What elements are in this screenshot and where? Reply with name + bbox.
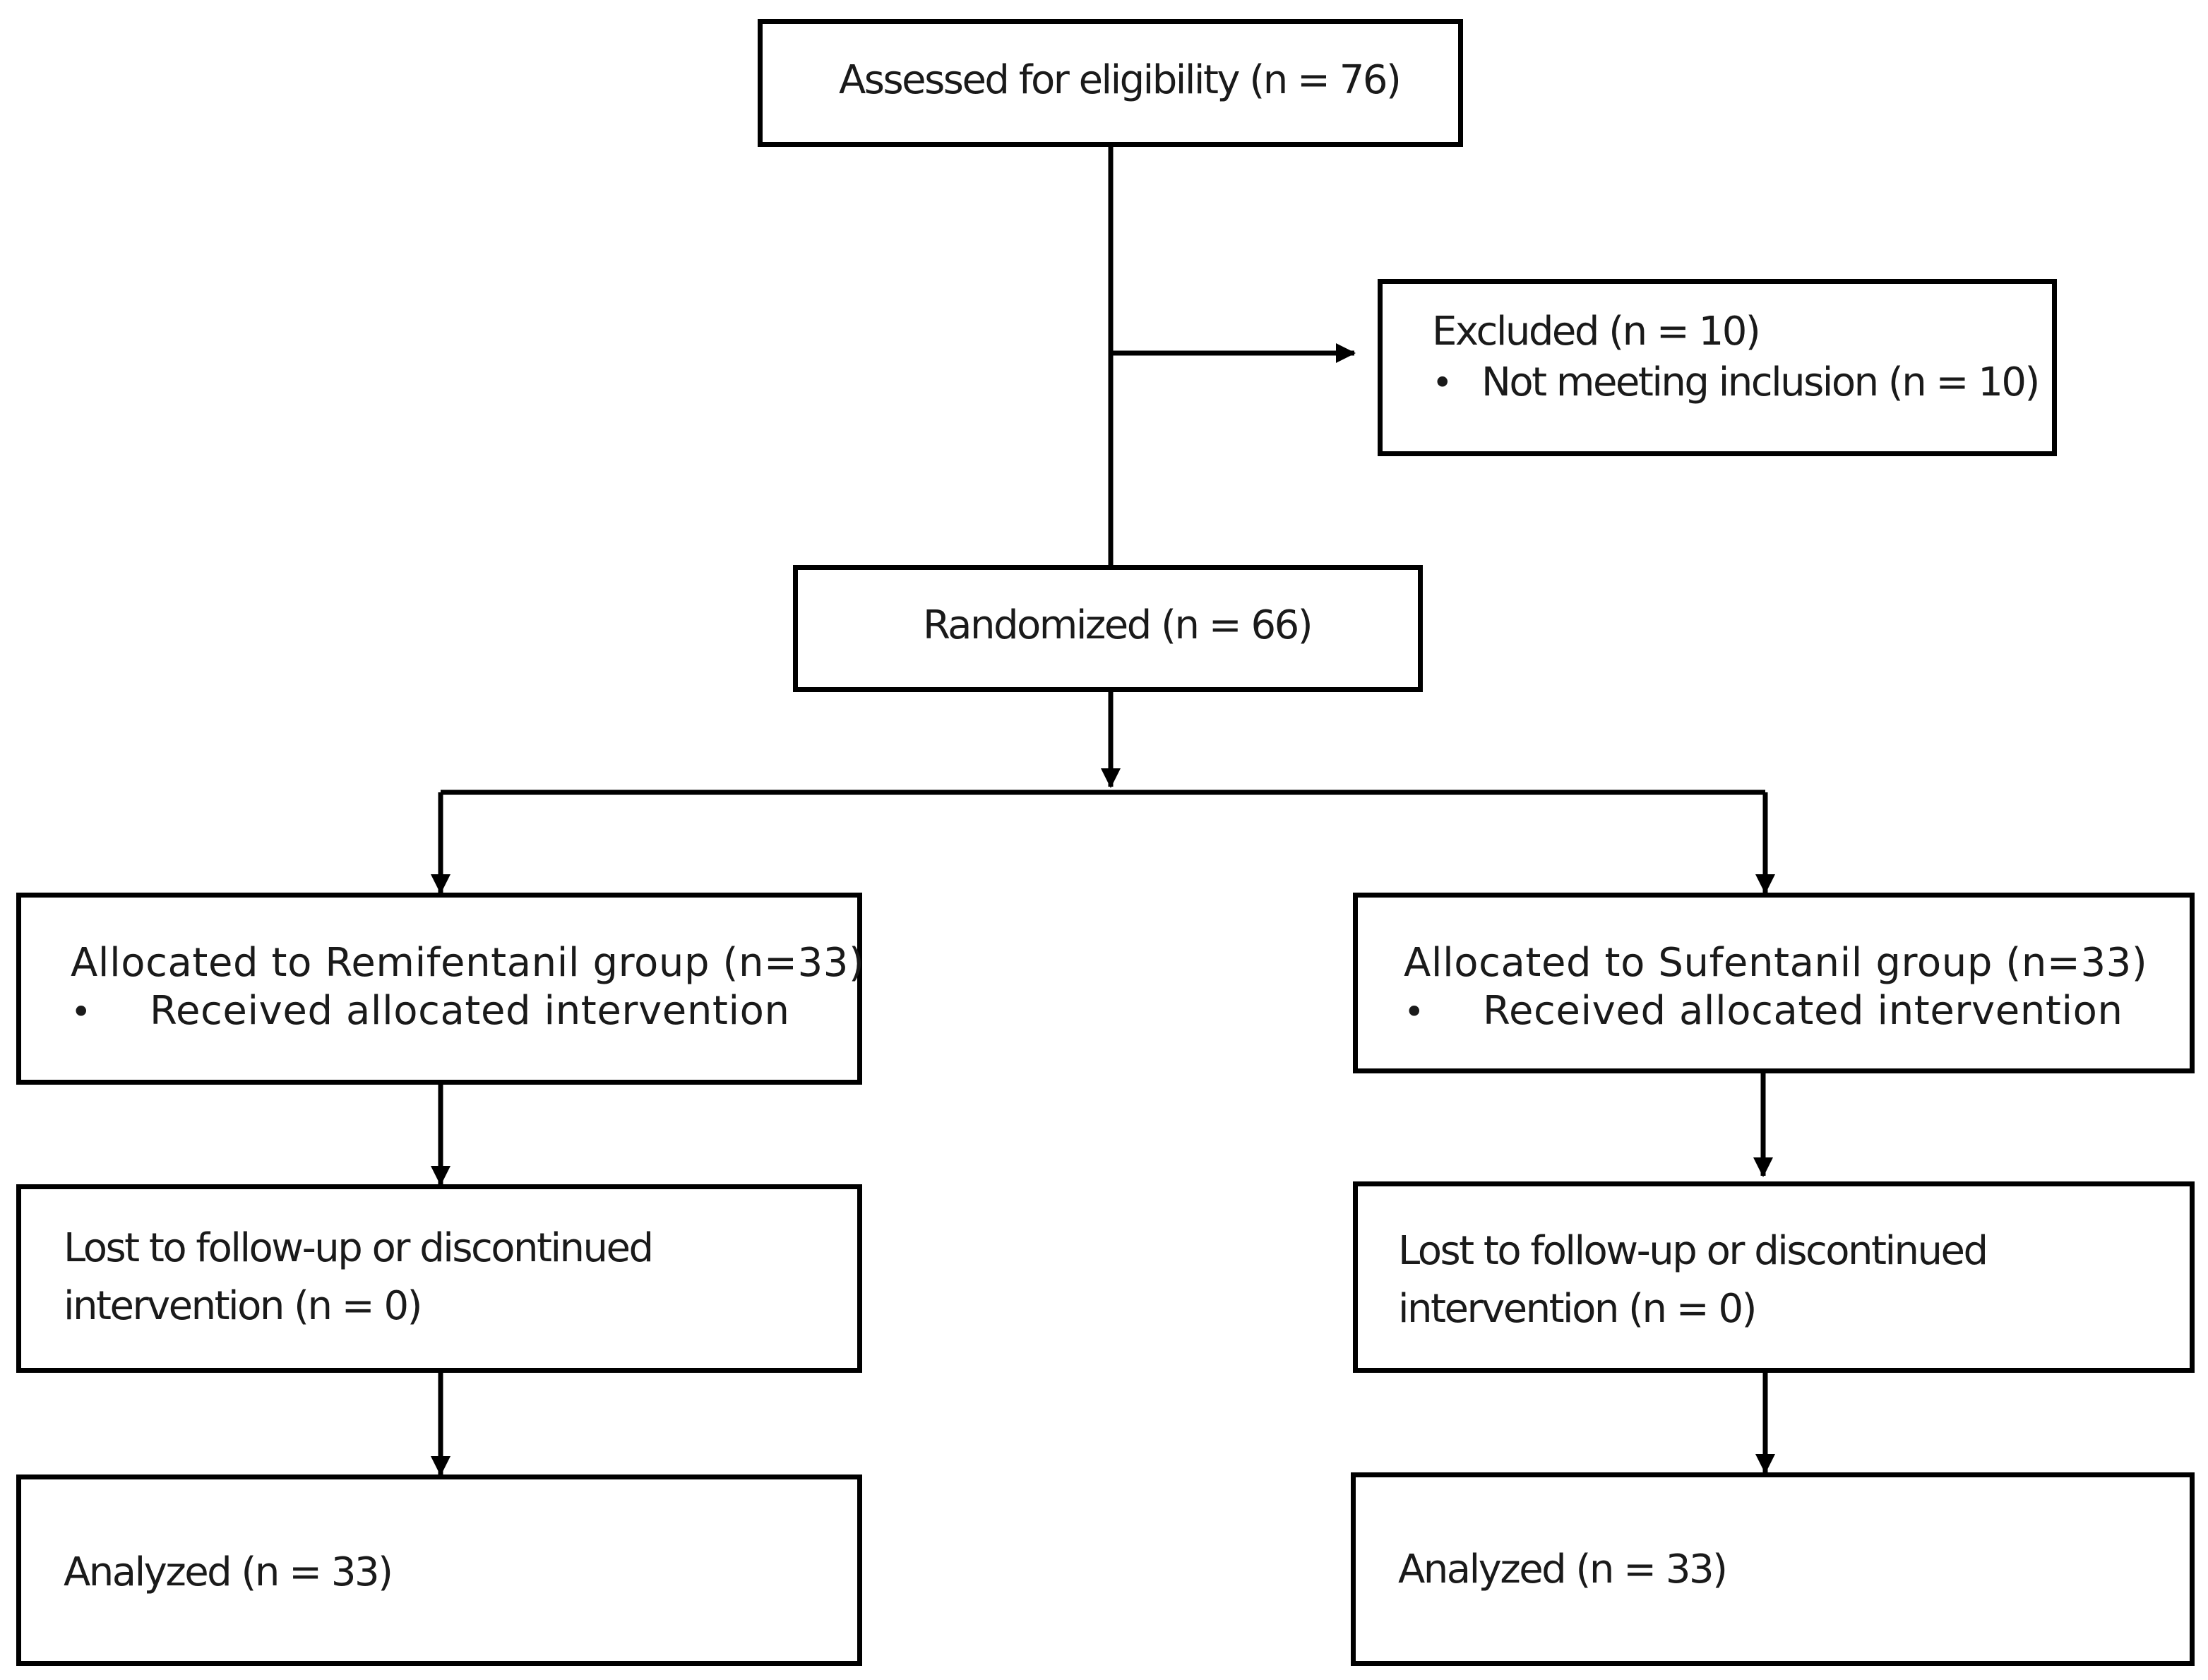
remifentanil-allocated-box — [16, 893, 862, 1085]
sufentanil-analyzed-label: Analyzed (n = 33) — [1398, 1547, 1728, 1592]
sufentanil-analyzed-box — [1351, 1472, 2195, 1666]
excluded-bullet: • — [1432, 362, 1453, 403]
sufentanil-allocated-label: Allocated to Sufentanil group (n=33) — [1404, 940, 2148, 986]
remifentanil-analyzed-box — [16, 1475, 862, 1666]
remifentanil-lost-box — [16, 1184, 862, 1373]
remifentanil-lost-line1: Lost to follow-up or discontinued — [64, 1225, 654, 1271]
remifentanil-allocated-label: Allocated to Remifentanil group (n=33) — [71, 940, 865, 986]
remifentanil-allocated-bullet: • — [71, 991, 92, 1032]
assessed-label: Assessed for eligibility (n = 76) — [839, 57, 1402, 103]
randomized-box — [793, 565, 1423, 692]
sufentanil-lost-line1: Lost to follow-up or discontinued — [1398, 1228, 1988, 1274]
excluded-box — [1378, 279, 2057, 456]
randomized-label: Randomized (n = 66) — [923, 602, 1313, 648]
sufentanil-allocated-detail: Received allocated intervention — [1483, 988, 2123, 1034]
remifentanil-lost-line2: intervention (n = 0) — [64, 1283, 422, 1329]
sufentanil-allocated-bullet: • — [1404, 991, 1425, 1032]
sufentanil-allocated-box — [1353, 893, 2195, 1073]
sufentanil-lost-line2: intervention (n = 0) — [1398, 1286, 1757, 1332]
remifentanil-analyzed-label: Analyzed (n = 33) — [64, 1549, 393, 1595]
remifentanil-allocated-detail: Received allocated intervention — [150, 988, 790, 1034]
assessed-box — [758, 19, 1463, 147]
excluded-reason: Not meeting inclusion (n = 10) — [1481, 359, 2040, 405]
sufentanil-lost-box — [1353, 1181, 2195, 1373]
excluded-label: Excluded (n = 10) — [1432, 309, 1761, 355]
